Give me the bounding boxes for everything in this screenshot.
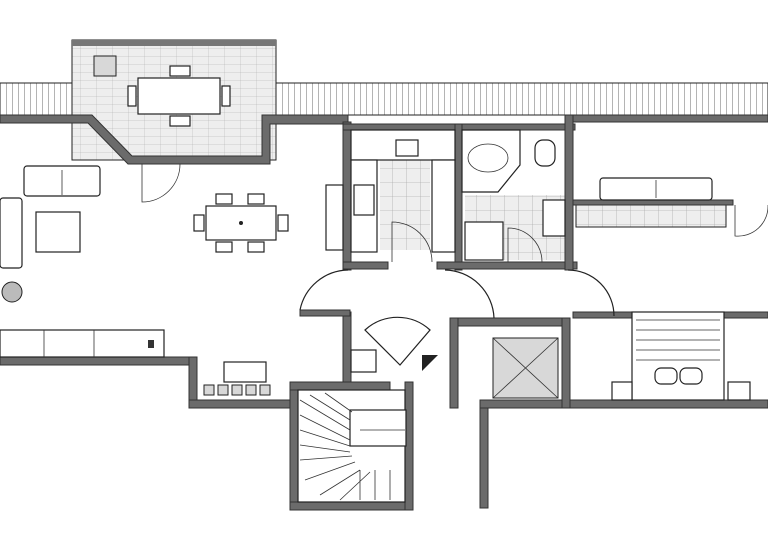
kitchen-door[interactable] — [391, 221, 433, 263]
toilet — [534, 139, 556, 167]
radiator-bench — [203, 361, 271, 396]
staircase — [297, 389, 407, 503]
bathroom-door[interactable] — [507, 227, 543, 263]
bedroom-sofa — [599, 177, 713, 201]
shower — [464, 221, 504, 261]
nightstand-right — [727, 381, 751, 401]
kitchen-counter — [350, 129, 456, 253]
hall-door-right[interactable] — [444, 269, 495, 319]
sofa — [23, 165, 101, 197]
terrace-dining-table — [127, 65, 231, 127]
washbasin — [542, 199, 566, 237]
nightstand-left — [611, 381, 633, 401]
hall-door-left[interactable] — [299, 269, 349, 311]
tv-unit — [0, 329, 165, 358]
bedroom-shelf — [575, 204, 727, 228]
coffee-table — [35, 211, 81, 253]
bed — [631, 311, 725, 401]
entrance-door[interactable] — [364, 316, 431, 366]
elevator — [492, 337, 559, 399]
north-arrow-icon — [422, 355, 438, 371]
planter-icon — [93, 55, 117, 77]
living-door[interactable] — [141, 163, 181, 203]
bathtub — [461, 129, 521, 193]
terrace — [71, 39, 277, 161]
plant-icon — [1, 281, 23, 303]
armchair — [0, 197, 23, 269]
utility-box — [350, 349, 377, 373]
bedroom-door[interactable] — [567, 269, 615, 317]
dining-table — [193, 193, 289, 253]
bedroom-door-right[interactable] — [734, 205, 768, 237]
sideboard — [325, 184, 344, 251]
